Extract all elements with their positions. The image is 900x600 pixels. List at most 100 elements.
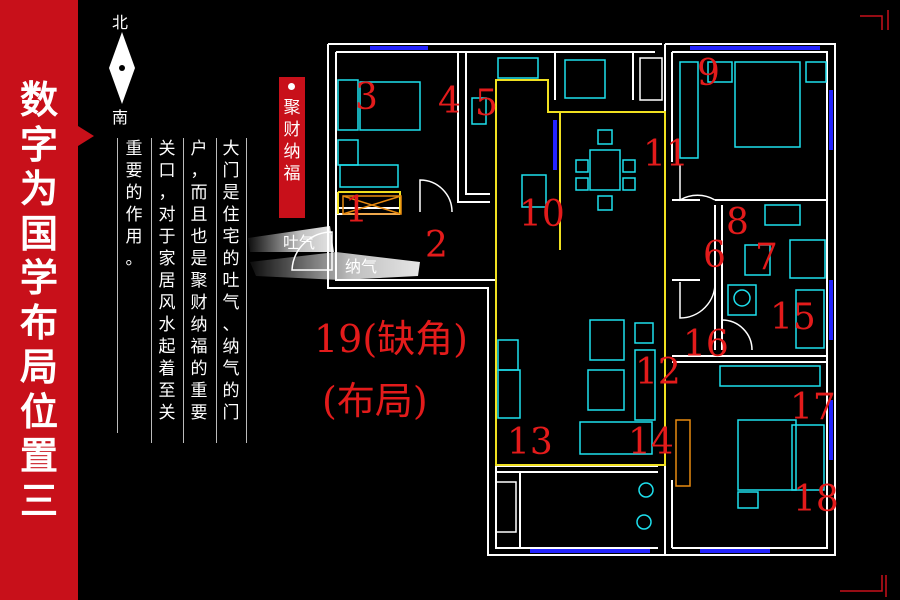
room-number-5: 5 — [475, 83, 498, 124]
title-char: 数 — [19, 78, 58, 122]
compass-south-label: 南 — [112, 108, 129, 127]
missing-corner-sublabel: (布局) — [322, 379, 428, 423]
tag-dot-icon — [288, 83, 295, 90]
room-number-14: 14 — [628, 422, 674, 463]
room-number-13: 13 — [507, 422, 553, 463]
compass-north-label: 北 — [112, 13, 129, 32]
title-char: 为 — [19, 167, 58, 211]
room-number-8: 8 — [726, 202, 749, 243]
room-number-4: 4 — [438, 81, 461, 122]
walls — [327, 43, 836, 556]
char: 住 — [222, 205, 240, 225]
char: 而 — [190, 183, 208, 203]
tag-text: 聚 财 纳 福 — [279, 97, 305, 185]
divider — [151, 138, 152, 443]
left-title-band: 数 字 为 国 学 布 局 位 置 三 — [0, 0, 78, 600]
char: 纳 — [283, 142, 301, 162]
title-char: 置 — [19, 434, 58, 478]
char: 关 — [158, 403, 176, 423]
char: 要 — [190, 403, 208, 423]
char: 用 — [125, 227, 143, 247]
char: 大 — [222, 139, 240, 159]
char: 门 — [222, 161, 240, 181]
room-number-10: 10 — [519, 194, 565, 235]
closets — [342, 195, 691, 487]
char: 财 — [190, 293, 208, 313]
room-number-18: 18 — [793, 479, 839, 520]
room-number-12: 12 — [635, 352, 681, 393]
char: 门 — [222, 403, 240, 423]
title-char: 国 — [19, 211, 58, 256]
char: 是 — [222, 183, 240, 203]
title-char: 局 — [19, 345, 58, 389]
title-char: 学 — [19, 256, 58, 300]
description-column-3: 关 口 ， 对 于 家 居 风 水 起 着 至 关 — [155, 138, 179, 424]
room-number-3: 3 — [355, 77, 378, 118]
char: 至 — [158, 381, 176, 401]
divider — [216, 138, 217, 443]
char: 宅 — [222, 227, 240, 247]
room-number-1: 1 — [345, 190, 368, 231]
char: ， — [190, 161, 208, 181]
description-column-4: 重 要 的 作 用 。 — [122, 138, 146, 270]
windows — [370, 46, 833, 553]
char: 风 — [158, 293, 176, 313]
corner-decoration-top — [860, 10, 889, 30]
description-column-2: 户 ， 而 且 也 是 聚 财 纳 福 的 重 要 — [187, 138, 211, 424]
airflow-in-beam — [250, 252, 420, 280]
char: 聚 — [283, 98, 301, 118]
title-pointer-arrow — [78, 126, 94, 146]
fortune-tag: 聚 财 纳 福 — [279, 77, 305, 218]
char: 的 — [222, 381, 240, 401]
airflow-out-beam — [248, 226, 334, 252]
furniture — [337, 57, 827, 533]
char: 气 — [222, 293, 240, 313]
char: 重 — [190, 381, 208, 401]
char: 是 — [190, 249, 208, 269]
char: 气 — [222, 359, 240, 379]
char: ， — [158, 183, 176, 203]
char: 对 — [158, 205, 176, 225]
room-number-7: 7 — [755, 237, 778, 278]
divider — [183, 138, 184, 443]
title-char: 布 — [19, 300, 58, 345]
char: 且 — [190, 205, 208, 225]
char: 起 — [158, 337, 176, 357]
char: 的 — [222, 249, 240, 269]
corner-decoration-bottom — [840, 575, 887, 597]
char: 居 — [158, 271, 176, 291]
char: 纳 — [190, 315, 208, 335]
char: 要 — [125, 161, 143, 181]
char: 纳 — [222, 337, 240, 357]
room-number-9: 9 — [697, 53, 720, 94]
char: 家 — [158, 249, 176, 269]
char: 吐 — [222, 271, 240, 291]
char: 。 — [125, 249, 143, 269]
char: 的 — [125, 183, 143, 203]
room-number-16: 16 — [683, 324, 729, 365]
char: 财 — [283, 120, 301, 140]
char: 户 — [190, 139, 208, 159]
title-char: 字 — [19, 122, 58, 167]
char: 聚 — [190, 271, 208, 291]
room-number-6: 6 — [703, 235, 726, 276]
char: 的 — [190, 359, 208, 379]
room-number-2: 2 — [425, 225, 448, 266]
char: 于 — [158, 227, 176, 247]
vertical-title: 数 字 为 国 学 布 局 位 置 三 — [14, 78, 64, 523]
title-char: 位 — [19, 389, 58, 434]
compass-needle-icon — [109, 32, 135, 104]
divider — [246, 138, 247, 443]
divider — [117, 138, 118, 433]
char: 重 — [125, 139, 143, 159]
char: 福 — [283, 164, 301, 184]
char: 关 — [158, 139, 176, 159]
yellow-zone-outline — [337, 79, 666, 466]
missing-corner-label: 19(缺角) — [314, 317, 469, 361]
char: 福 — [190, 337, 208, 357]
char: 作 — [125, 205, 143, 225]
room-number-15: 15 — [770, 297, 816, 338]
description-column-1: 大 门 是 住 宅 的 吐 气 、 纳 气 的 门 — [219, 138, 243, 424]
char: 水 — [158, 315, 176, 335]
